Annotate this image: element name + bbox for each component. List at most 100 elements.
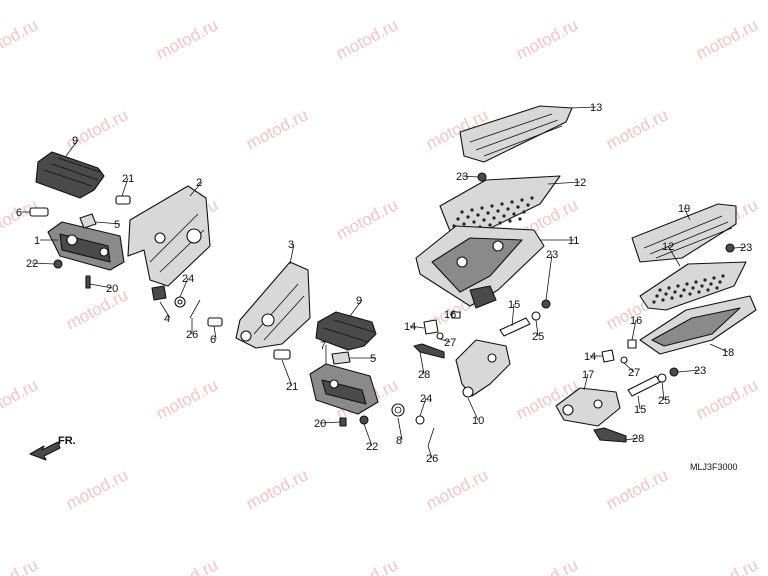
part-26-cotter-front xyxy=(189,299,201,319)
watermark-text: motod.ru xyxy=(693,555,761,576)
plate-hole xyxy=(694,280,698,284)
front-direction-arrow xyxy=(29,441,61,461)
callout-number-c5b: 5 xyxy=(370,353,376,365)
callout-leader-c8 xyxy=(397,417,403,441)
callout-leader-c20b xyxy=(319,421,341,424)
callout-leader-c22a xyxy=(31,262,55,265)
plate-hole xyxy=(492,216,496,220)
callout-number-c10: 10 xyxy=(472,415,484,427)
watermark-text: motod.ru xyxy=(153,375,221,423)
plate-hole xyxy=(691,286,695,290)
plate-hole xyxy=(703,278,707,282)
callout-number-c22b: 22 xyxy=(366,441,378,453)
callout-leader-c26b xyxy=(427,445,433,459)
callout-leader-c21b xyxy=(281,359,293,387)
watermark-text: motod.ru xyxy=(0,555,41,576)
callout-number-c18: 18 xyxy=(722,347,734,359)
callout-leader-c25b xyxy=(661,381,665,401)
plate-holes-upper xyxy=(448,196,534,235)
part-23-screw-d xyxy=(669,367,679,377)
callout-leader-c12b xyxy=(667,245,681,267)
plate-hole xyxy=(652,300,656,304)
callout-leader-c9a xyxy=(65,139,79,157)
watermark-text: motod.ru xyxy=(243,105,311,153)
callout-leader-c16b xyxy=(631,319,637,341)
plate-hole xyxy=(508,219,512,223)
part-19-rubber-strip xyxy=(631,203,737,263)
plate-hole xyxy=(462,222,466,226)
callout-leader-c25a xyxy=(535,319,539,337)
callout-leader-c2 xyxy=(189,181,203,197)
plate-hole xyxy=(470,208,474,212)
plate-hole xyxy=(516,205,520,209)
callout-number-c11: 11 xyxy=(568,235,579,247)
plate-hole xyxy=(510,200,514,204)
watermark-text: motod.ru xyxy=(333,195,401,243)
callout-leader-c15b xyxy=(637,395,641,410)
front-label: FR. xyxy=(58,435,76,447)
callout-number-c21b: 21 xyxy=(286,381,298,393)
callout-number-c24a: 24 xyxy=(182,273,194,285)
part-14-nut-b xyxy=(601,349,615,363)
callout-number-c20b: 20 xyxy=(314,418,326,430)
callout-leader-c19 xyxy=(683,207,691,221)
callout-number-c23a: 23 xyxy=(456,171,468,183)
callout-leader-c12a xyxy=(547,181,581,185)
callout-number-c19: 19 xyxy=(678,203,690,215)
plate-hole xyxy=(667,286,671,290)
callout-number-c3: 3 xyxy=(288,239,294,251)
part-15-shaft-a xyxy=(499,317,531,337)
callout-leader-c24a xyxy=(179,277,189,298)
part-26-cotter-middle xyxy=(427,427,435,447)
watermark-text: motod.ru xyxy=(603,465,671,513)
part-10-pivot-bracket xyxy=(455,339,511,398)
callout-number-c6a: 6 xyxy=(16,207,22,219)
callout-leader-c6b xyxy=(213,325,217,340)
plate-hole xyxy=(673,290,677,294)
part-28-bolt-b xyxy=(593,427,627,443)
plate-hole xyxy=(685,282,689,286)
plate-hole xyxy=(661,298,665,302)
callout-number-c16b: 16 xyxy=(630,315,642,327)
callout-number-c21a: 21 xyxy=(122,173,134,185)
callout-number-c23d: 23 xyxy=(694,365,706,377)
plate-hole xyxy=(670,296,674,300)
callout-leader-c21a xyxy=(121,177,129,197)
callout-number-c5a: 5 xyxy=(114,219,120,231)
plate-hole xyxy=(700,284,704,288)
callout-number-c15b: 15 xyxy=(634,404,646,416)
plate-hole xyxy=(676,284,680,288)
callout-leader-c23c xyxy=(733,246,747,249)
plate-hole xyxy=(712,276,716,280)
diagram-code: MLJ3F3000 xyxy=(690,462,738,472)
part-15-shaft-b xyxy=(627,375,661,397)
watermark-text: motod.ru xyxy=(333,15,401,63)
callout-number-c25b: 25 xyxy=(658,395,670,407)
callout-number-c28a: 28 xyxy=(418,369,430,381)
callout-leader-c5a xyxy=(95,221,121,225)
callout-number-c14a: 14 xyxy=(404,321,416,333)
part-9-rubber-pad-middle xyxy=(315,311,377,351)
part-22-nut-front xyxy=(53,259,63,269)
part-21-bolt-middle xyxy=(273,349,291,360)
watermark-text: motod.ru xyxy=(513,555,581,576)
callout-number-c17: 17 xyxy=(582,369,594,381)
callout-number-c12b: 12 xyxy=(662,241,674,253)
callout-number-c24b: 24 xyxy=(420,393,432,405)
part-3-bracket-rear xyxy=(235,261,311,349)
plate-hole xyxy=(721,274,725,278)
plate-hole xyxy=(697,290,701,294)
callout-number-c4: 4 xyxy=(164,313,170,325)
part-17-pivot-bracket-rear xyxy=(555,387,621,427)
part-23-screw-a xyxy=(477,172,487,182)
part-8-spring-middle xyxy=(391,403,405,417)
part-25-washer-a xyxy=(531,311,541,321)
part-13-cover-plate xyxy=(459,105,573,163)
plate-hole xyxy=(488,223,492,227)
watermark-text: motod.ru xyxy=(153,15,221,63)
callout-number-c13: 13 xyxy=(590,102,602,114)
part-27-clip-a xyxy=(436,332,444,340)
callout-leader-c22b xyxy=(363,423,373,447)
plate-hole xyxy=(715,286,719,290)
